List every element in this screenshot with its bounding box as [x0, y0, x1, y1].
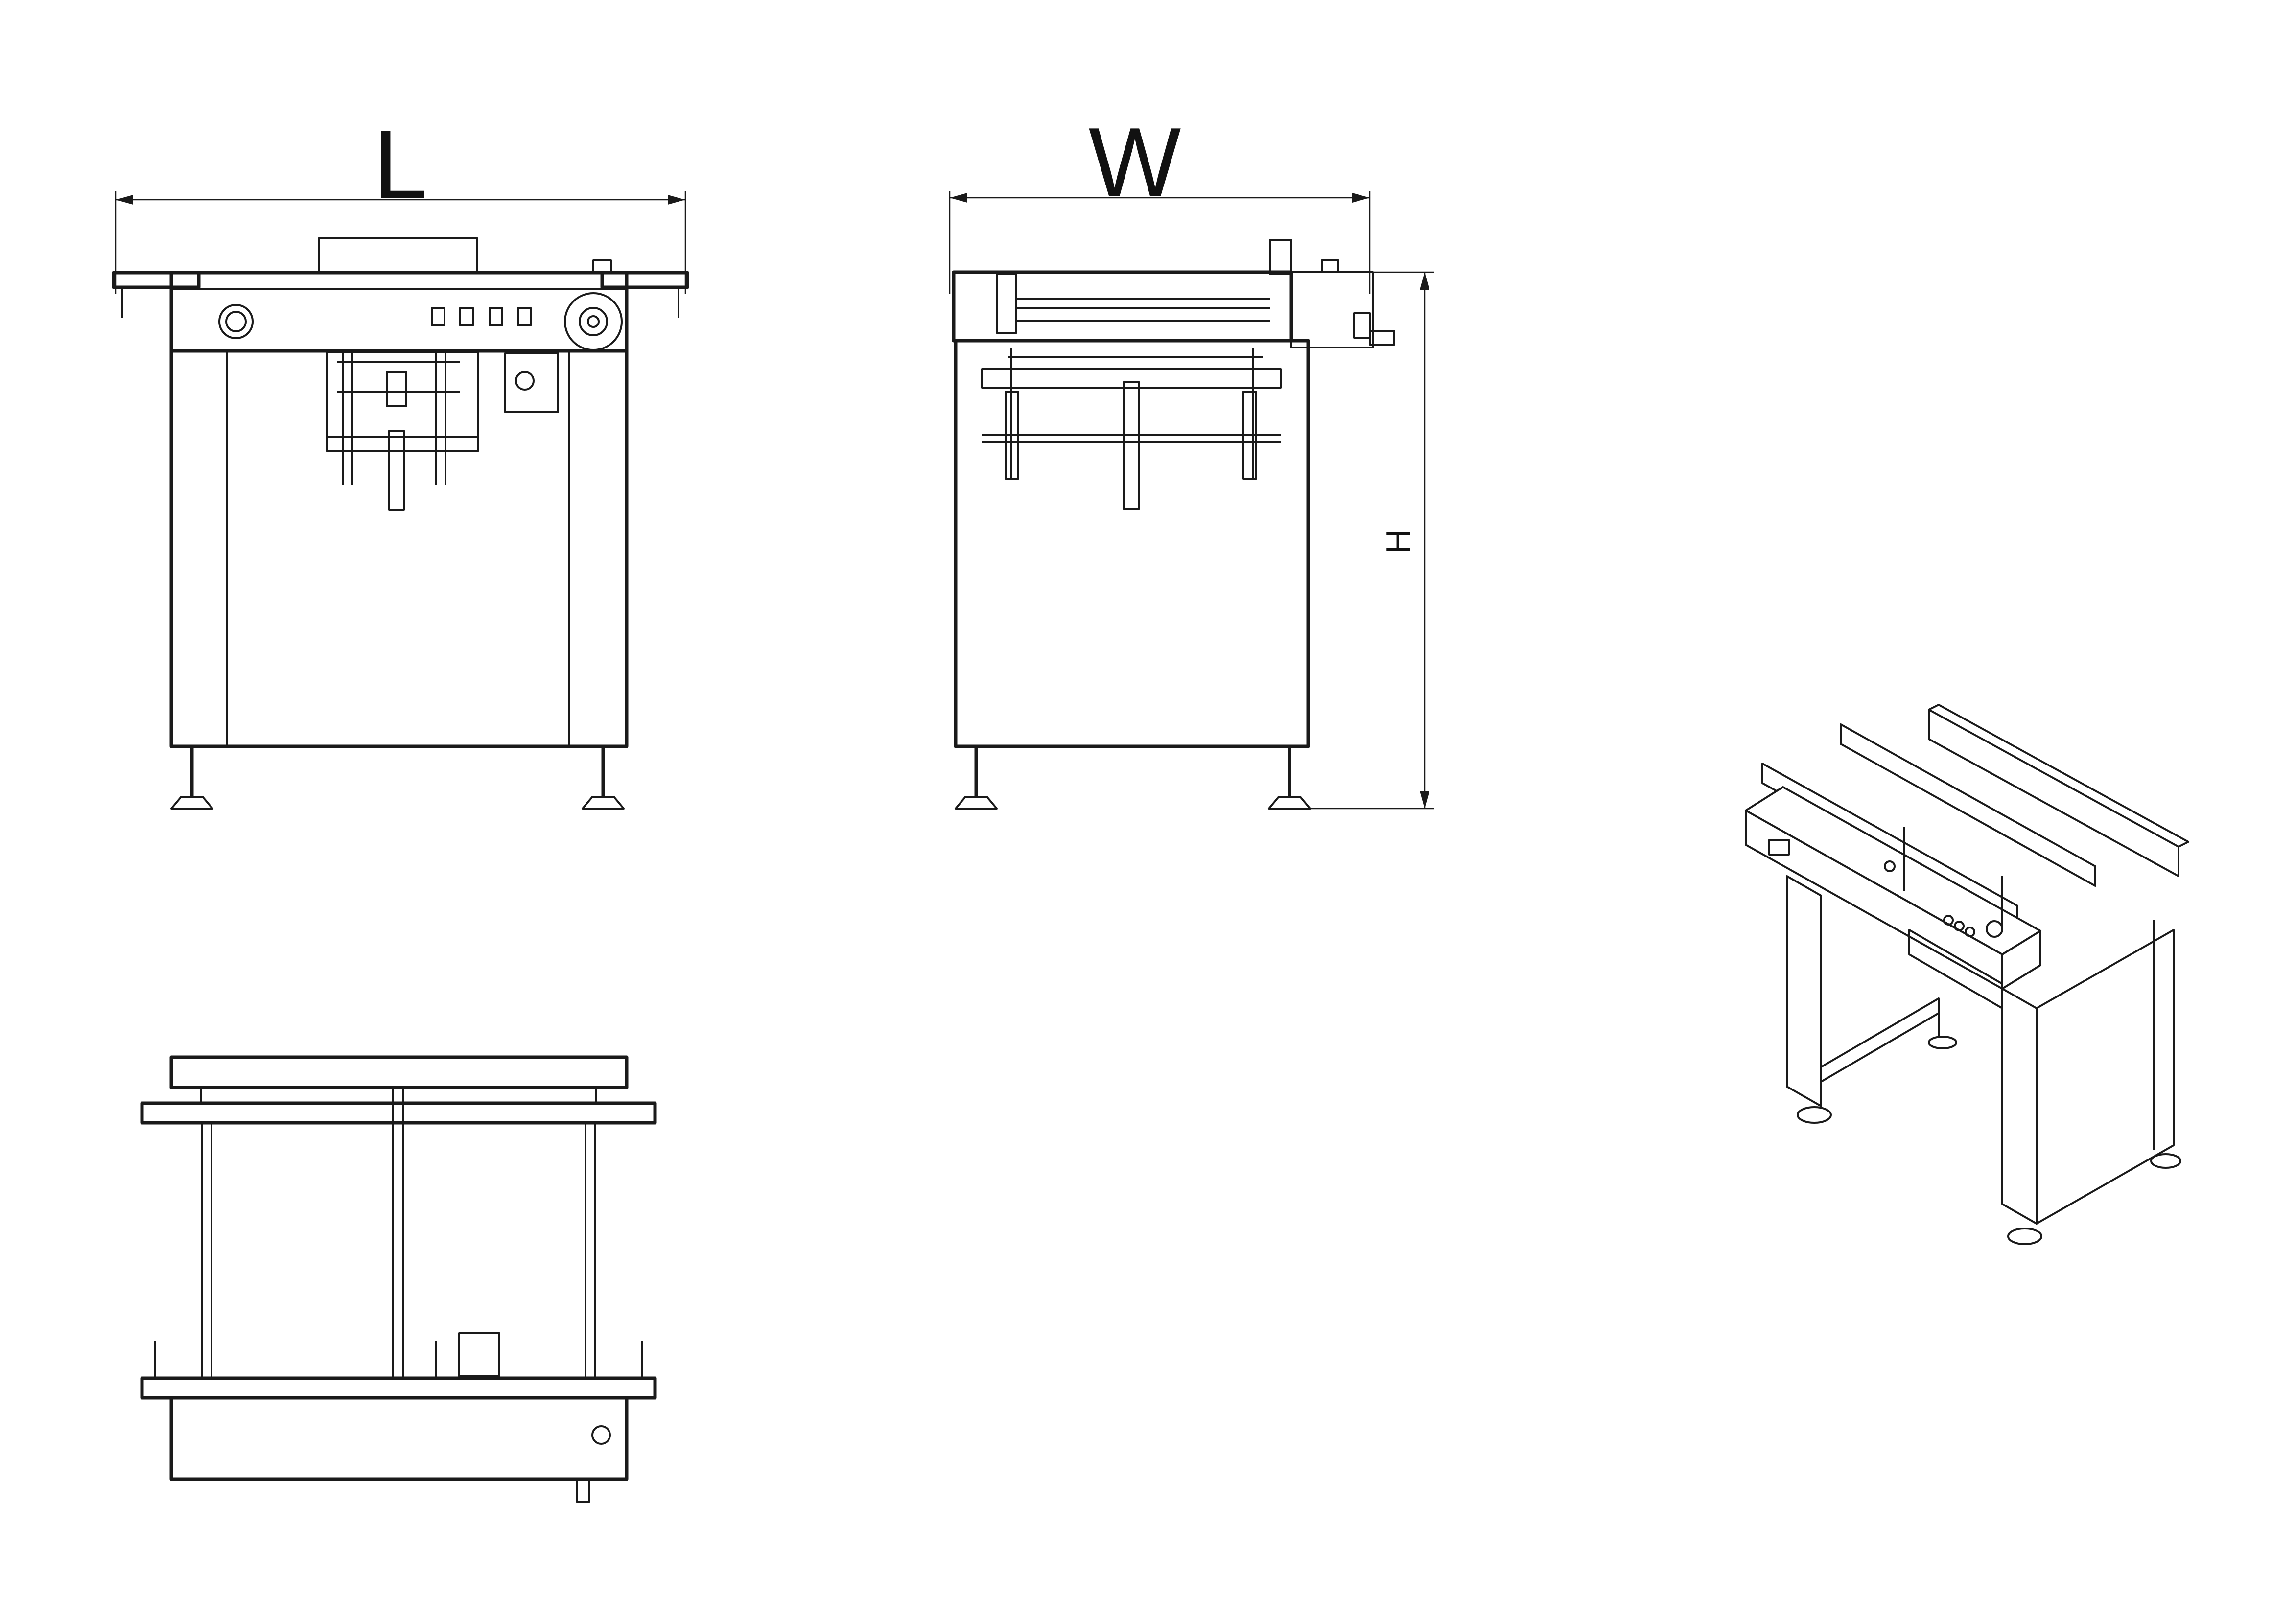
leveling-feet [170, 746, 625, 810]
emblem-icon [218, 304, 254, 339]
side-leveling-feet [955, 746, 1311, 810]
height-label: H [1379, 529, 1417, 554]
dimension-width: W [949, 108, 1371, 294]
dimension-length: L [115, 110, 686, 294]
top-view [140, 1055, 657, 1503]
hand-wheel-icon [564, 292, 623, 351]
dimension-height: H [1292, 271, 1434, 810]
isometric-view [1745, 704, 2189, 1245]
front-view: L [112, 110, 689, 810]
switch-row [431, 307, 532, 326]
width-label: W [1089, 108, 1181, 217]
iso-legs [1786, 875, 2175, 1225]
lift-mechanism [326, 351, 479, 511]
length-label: L [373, 110, 427, 219]
side-view: W H [949, 108, 1434, 810]
